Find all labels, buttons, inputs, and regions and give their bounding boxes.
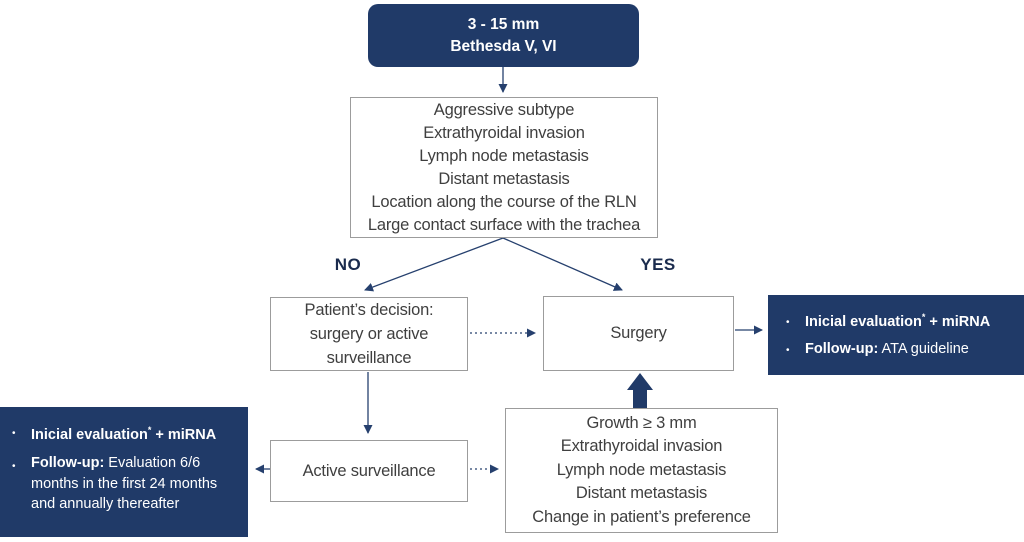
panel-bullet-row: • Inicial evaluation* + miRNA <box>12 420 238 445</box>
patients-decision-node: Patient’s decision: surgery or active su… <box>270 297 468 371</box>
growth-to-surgery-thick-arrow <box>627 373 653 408</box>
escalation-line: Change in patient’s preference <box>532 507 751 526</box>
start-node-size: 3 - 15 mm <box>467 15 540 33</box>
branch-label-yes: YES <box>640 255 676 274</box>
bullet-icon: • <box>12 461 16 473</box>
start-node-bethesda-class: Bethesda V, VI <box>450 37 557 55</box>
criteria-line: Distant metastasis <box>438 169 570 188</box>
criteria-line: Lymph node metastasis <box>419 146 589 165</box>
criteria-line: Aggressive subtype <box>433 100 575 119</box>
patients-decision-line: surveillance <box>326 349 412 367</box>
initial-evaluation-text: Inicial evaluation* + miRNA <box>805 312 991 331</box>
surgery-followup-panel: • Inicial evaluation* + miRNA • Follow-u… <box>768 295 1024 375</box>
branch-label-no: NO <box>334 255 362 274</box>
escalation-line: Extrathyroidal invasion <box>560 437 723 456</box>
followup-text: Follow-up: ATA guideline <box>805 341 969 358</box>
followup-text: Follow-up: Evaluation 6/6 months in the … <box>31 455 218 513</box>
active-surveillance-label: Active surveillance <box>302 461 436 480</box>
active-surveillance-node: Active surveillance <box>270 440 468 502</box>
bullet-icon: • <box>12 428 16 439</box>
surgery-label: Surgery <box>610 324 667 342</box>
risk-criteria-node: Aggressive subtype Extrathyroidal invasi… <box>350 97 658 238</box>
bullet-icon: • <box>786 345 790 357</box>
connector-criteria-to-surgery <box>502 237 623 291</box>
connector-criteria-to-patients <box>364 237 504 292</box>
patients-decision-line: surgery or active <box>309 325 429 343</box>
criteria-line: Large contact surface with the trachea <box>367 215 641 234</box>
escalation-line: Lymph node metastasis <box>556 460 727 479</box>
panel-bullet-row: • Inicial evaluation* + miRNA <box>786 313 1016 331</box>
criteria-line: Location along the course of the RLN <box>371 192 637 211</box>
escalation-line: Distant metastasis <box>575 484 708 503</box>
escalation-line: Growth ≥ 3 mm <box>586 413 697 432</box>
start-node-bethesda: 3 - 15 mm Bethesda V, VI <box>368 4 639 67</box>
panel-bullet-row: • Follow-up: Evaluation 6/6 months in th… <box>12 453 238 515</box>
initial-evaluation-text: Inicial evaluation* + miRNA <box>31 425 217 443</box>
criteria-line: Extrathyroidal invasion <box>423 123 585 142</box>
bullet-icon: • <box>786 316 790 328</box>
escalation-criteria-node: Growth ≥ 3 mm Extrathyroidal invasion Ly… <box>505 408 778 533</box>
patients-decision-line: Patient’s decision: <box>304 301 434 319</box>
surveillance-followup-panel: • Inicial evaluation* + miRNA • Follow-u… <box>0 407 248 537</box>
surgery-node: Surgery <box>543 296 734 371</box>
panel-bullet-row: • Follow-up: ATA guideline <box>786 341 1016 357</box>
